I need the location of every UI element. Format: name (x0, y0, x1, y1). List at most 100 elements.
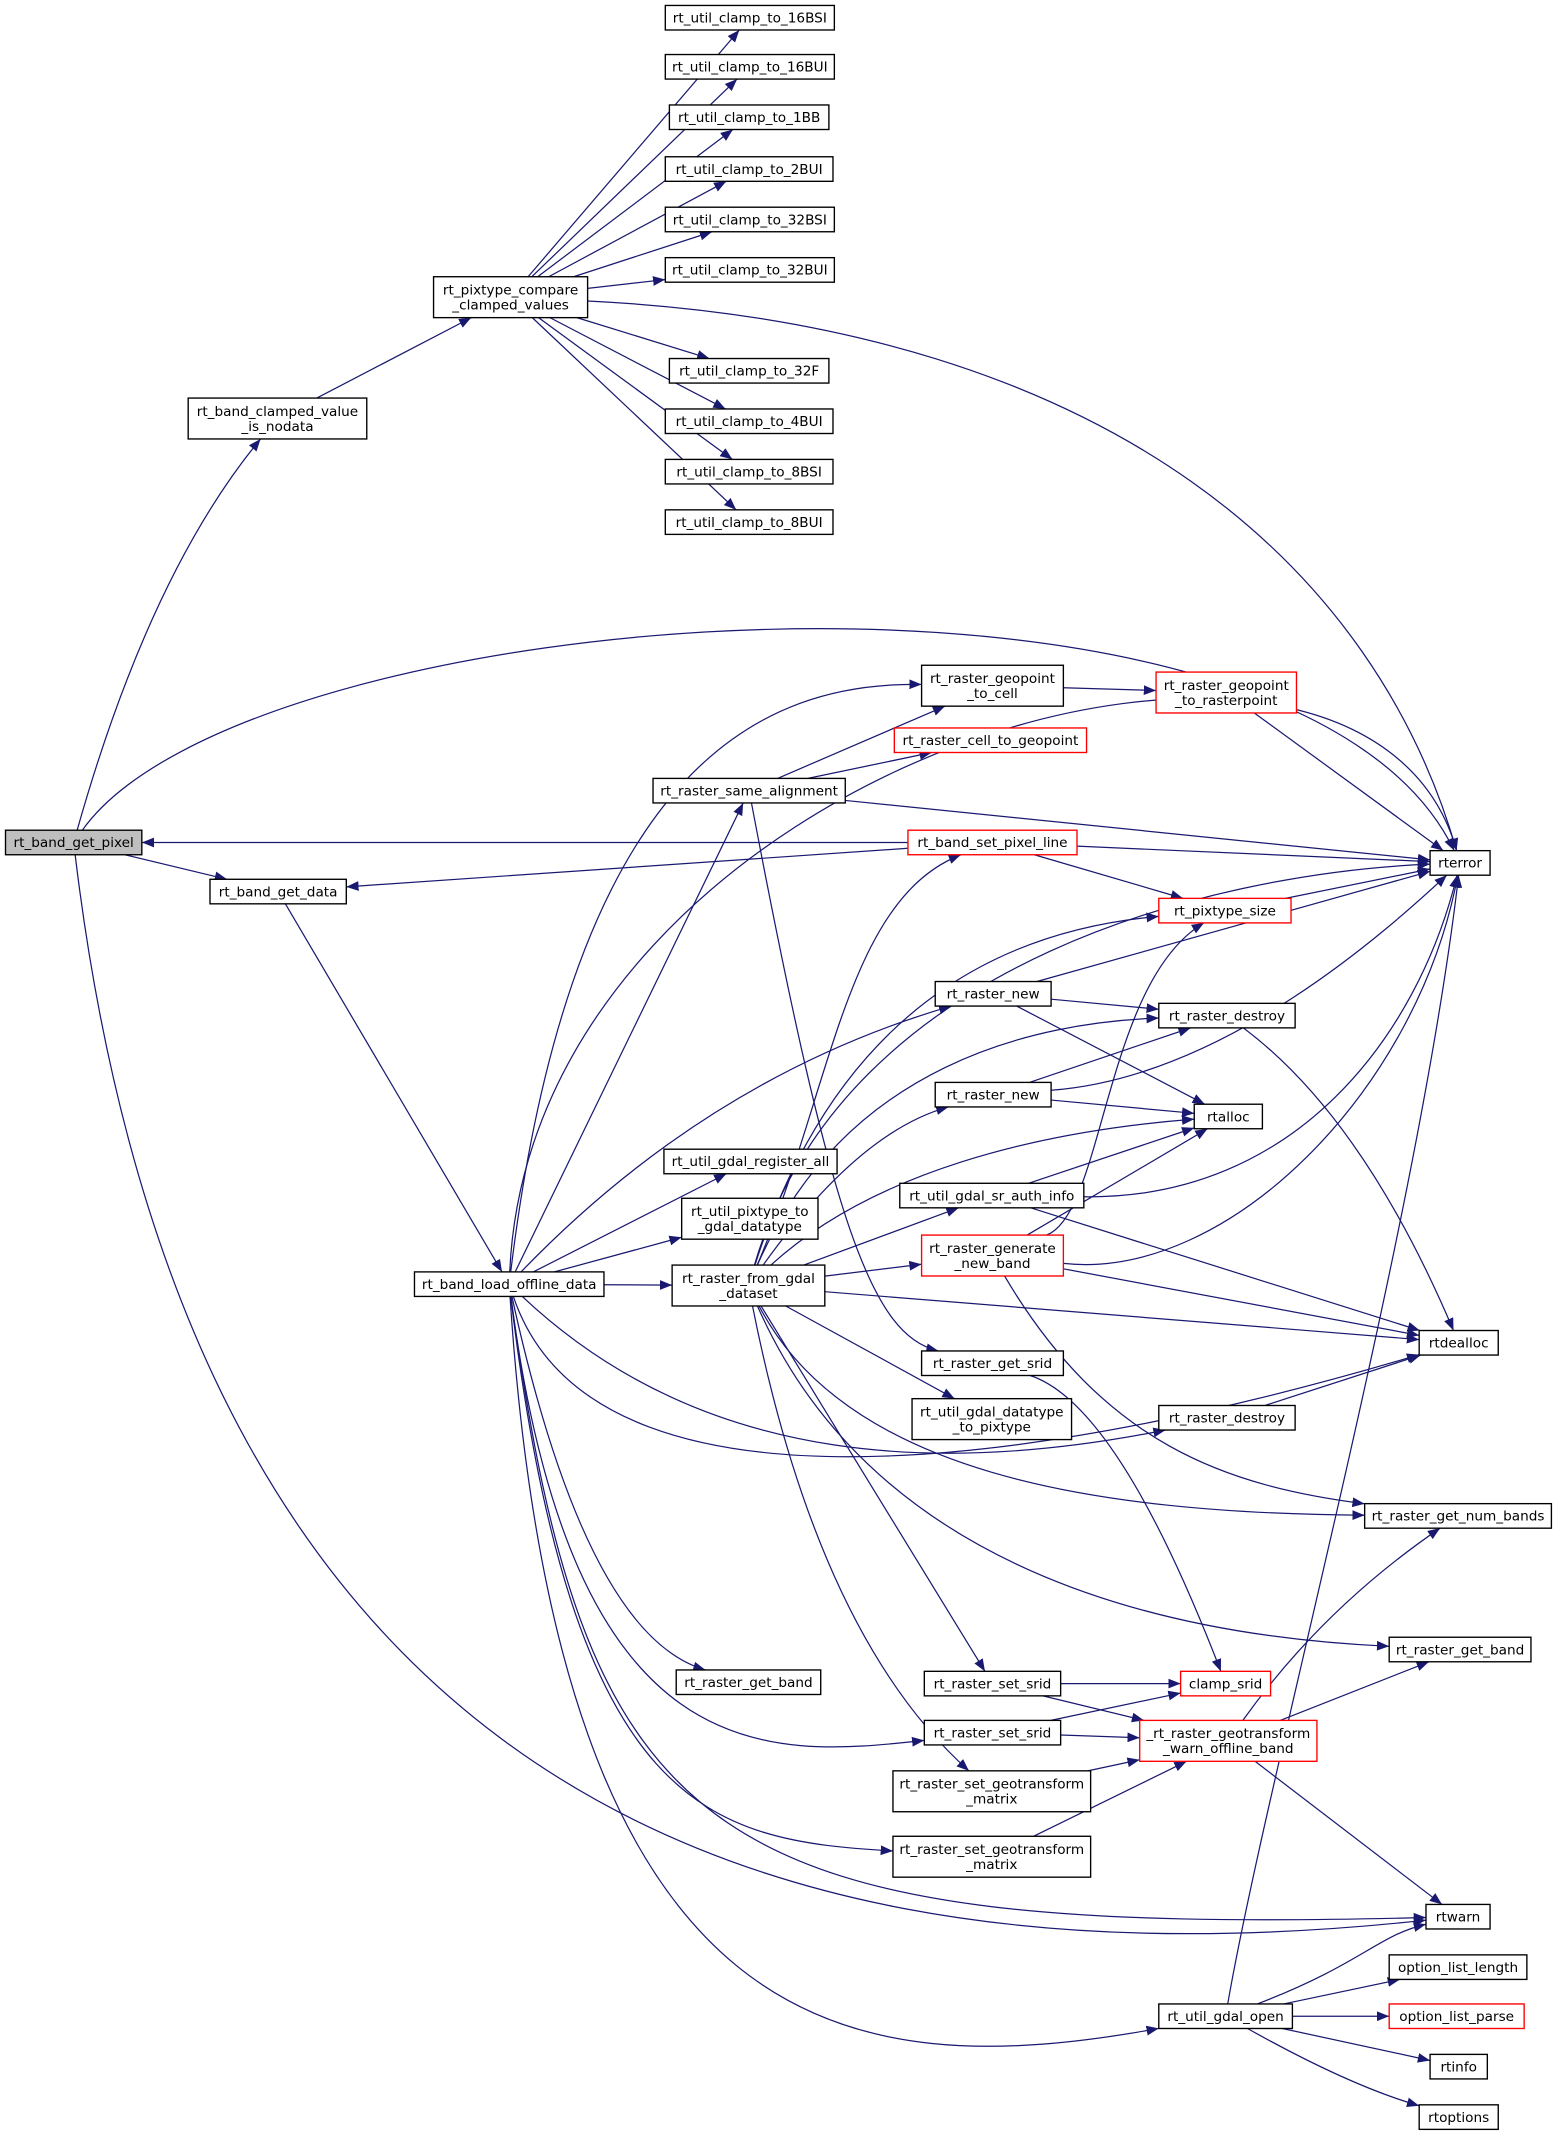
edge-fromgdal-to-genband (824, 1260, 922, 1277)
node-c4bui[interactable]: rt_util_clamp_to_4BUI (664, 408, 834, 435)
edge-pixel-to-rtwarn (74, 854, 1427, 1935)
node-label: _dataset (718, 1286, 778, 1302)
node-rtinfo[interactable]: rtinfo (1429, 2053, 1489, 2080)
node-label: rt_raster_get_band (1396, 1642, 1524, 1658)
node-label: _new_band (953, 1256, 1030, 1272)
node-rtoptions[interactable]: rtoptions (1418, 2104, 1499, 2131)
node-c8bui[interactable]: rt_util_clamp_to_8BUI (664, 509, 834, 536)
node-getband1[interactable]: rt_raster_get_band (1388, 1636, 1532, 1663)
node-pxsize[interactable]: rt_pixtype_size (1158, 897, 1292, 924)
node-c8bsi[interactable]: rt_util_clamp_to_8BSI (664, 458, 834, 485)
node-box (1429, 2053, 1489, 2080)
node-setgeo2[interactable]: rt_raster_set_geotransform_matrix (892, 1835, 1092, 1878)
edge-load-to-px2gdal (554, 1235, 682, 1273)
edge-load-to-gdalopen (509, 1296, 1159, 2047)
edge-compare-to-c4bui (549, 317, 726, 410)
node-rterror[interactable]: rterror (1429, 849, 1491, 876)
node-setsrid1[interactable]: rt_raster_set_srid (923, 1670, 1062, 1697)
edge-getdata-to-load (284, 903, 503, 1273)
node-nodata[interactable]: rt_band_clamped_value_is_nodata (187, 397, 368, 440)
node-new1[interactable]: rt_raster_new (934, 980, 1052, 1007)
node-new2[interactable]: rt_raster_new (934, 1081, 1052, 1108)
node-numbands[interactable]: rt_raster_get_num_bands (1363, 1502, 1553, 1529)
edge-load-to-samealign (514, 802, 744, 1273)
node-getsrid[interactable]: rt_raster_get_srid (920, 1350, 1065, 1377)
node-c1bb[interactable]: rt_util_clamp_to_1BB (668, 104, 830, 131)
node-label: rt_raster_destroy (1169, 1008, 1285, 1024)
node-box (934, 1081, 1052, 1108)
node-c32f[interactable]: rt_util_clamp_to_32F (668, 357, 830, 384)
node-rtdealloc[interactable]: rtdealloc (1418, 1329, 1499, 1356)
node-regall[interactable]: rt_util_gdal_register_all (663, 1148, 838, 1175)
edge-load-to-g2cell (510, 679, 922, 1272)
node-genband[interactable]: rt_raster_generate_new_band (920, 1234, 1065, 1277)
node-label: rt_raster_get_srid (933, 1356, 1052, 1372)
node-label: rt_raster_set_geotransform (899, 1842, 1084, 1858)
edge-compare-to-c1bb (537, 129, 734, 278)
node-px2gdal[interactable]: rt_util_pixtype_to_gdal_datatype (680, 1197, 819, 1240)
edge-pixel-to-rterror (81, 628, 1455, 851)
node-setpix[interactable]: rt_band_set_pixel_line (907, 829, 1078, 856)
edge-gdalopen-to-optlen (1283, 1977, 1401, 2005)
node-optparse[interactable]: option_list_parse (1388, 2003, 1525, 2030)
node-gdal2px[interactable]: rt_util_gdal_datatype_to_pixtype (911, 1397, 1073, 1441)
node-warnoff[interactable]: _rt_raster_geotransform_warn_offline_ban… (1139, 1719, 1318, 1762)
node-box (1158, 1002, 1296, 1029)
node-box (1179, 1670, 1272, 1697)
node-srauth[interactable]: rt_util_gdal_sr_auth_info (899, 1182, 1085, 1209)
node-load[interactable]: rt_band_load_offline_data (413, 1271, 605, 1298)
node-clampsrid[interactable]: clamp_srid (1179, 1670, 1272, 1697)
edge-load-to-new1 (520, 1004, 952, 1273)
edge-load-to-getband2 (511, 1296, 706, 1672)
node-c32bui[interactable]: rt_util_clamp_to_32BUI (664, 256, 836, 283)
edge-gdalopen-to-rtinfo (1282, 2027, 1431, 2063)
edge-setgeo2-to-warnoff (1033, 1760, 1187, 1837)
node-getband2[interactable]: rt_raster_get_band (675, 1669, 822, 1696)
node-c2bui[interactable]: rt_util_clamp_to_2BUI (664, 156, 834, 182)
node-box (668, 104, 830, 131)
node-label: rt_band_set_pixel_line (917, 835, 1067, 851)
node-setgeo1[interactable]: rt_raster_set_geotransform_matrix (892, 1770, 1092, 1813)
node-label: rtdealloc (1429, 1336, 1489, 1352)
node-label: rt_util_clamp_to_4BUI (676, 414, 823, 430)
node-samealign[interactable]: rt_raster_same_alignment (652, 777, 846, 804)
edge-load-to-rtdealloc (512, 1296, 1420, 1458)
edge-setpix-to-pxsize (1034, 854, 1184, 900)
node-g2rp[interactable]: rt_raster_geopoint_to_rasterpoint (1155, 671, 1298, 714)
node-label: rt_raster_destroy (1169, 1411, 1285, 1427)
node-pixel[interactable]: rt_band_get_pixel (4, 829, 143, 856)
node-c16bsi[interactable]: rt_util_clamp_to_16BSI (664, 4, 836, 31)
node-label: rt_util_gdal_datatype (920, 1404, 1064, 1420)
node-setsrid2[interactable]: rt_raster_set_srid (923, 1719, 1062, 1746)
edge-setsrid2-to-clampsrid (1050, 1690, 1181, 1721)
node-destroy2[interactable]: rt_raster_destroy (1158, 1404, 1296, 1431)
node-box (1425, 1903, 1491, 1930)
node-rtwarn[interactable]: rtwarn (1425, 1903, 1491, 1930)
node-label: option_list_parse (1399, 2009, 1514, 2025)
edge-compare-to-c2bui (548, 180, 727, 278)
node-label: rt_band_get_data (219, 884, 338, 900)
node-box (920, 1234, 1065, 1277)
node-label: rt_pixtype_compare (443, 282, 578, 298)
node-label: rt_util_clamp_to_32F (679, 364, 819, 380)
node-label: _warn_offline_band (1162, 1741, 1294, 1757)
node-fromgdal[interactable]: rt_raster_from_gdal_dataset (671, 1264, 826, 1307)
edges-layer (74, 29, 1463, 2108)
node-g2cell[interactable]: rt_raster_geopoint_to_cell (920, 664, 1065, 707)
node-optlen[interactable]: option_list_length (1388, 1954, 1528, 1981)
node-gdalopen[interactable]: rt_util_gdal_open (1158, 2003, 1294, 2030)
node-box (675, 1669, 822, 1696)
node-cell2g[interactable]: rt_raster_cell_to_geopoint (893, 727, 1088, 754)
node-label: rt_band_clamped_value (197, 404, 358, 420)
node-box (664, 458, 834, 485)
node-compare[interactable]: rt_pixtype_compare_clamped_values (432, 276, 589, 319)
node-c16bui[interactable]: rt_util_clamp_to_16BUI (664, 53, 836, 80)
node-destroy1[interactable]: rt_raster_destroy (1158, 1002, 1296, 1029)
node-c32bsi[interactable]: rt_util_clamp_to_32BSI (664, 206, 836, 233)
node-rtalloc[interactable]: rtalloc (1193, 1103, 1264, 1130)
edge-samealign-to-getsrid (750, 802, 939, 1354)
node-getdata[interactable]: rt_band_get_data (209, 878, 347, 905)
edge-compare-to-rterror (587, 300, 1458, 851)
node-label: _to_cell (966, 686, 1018, 702)
